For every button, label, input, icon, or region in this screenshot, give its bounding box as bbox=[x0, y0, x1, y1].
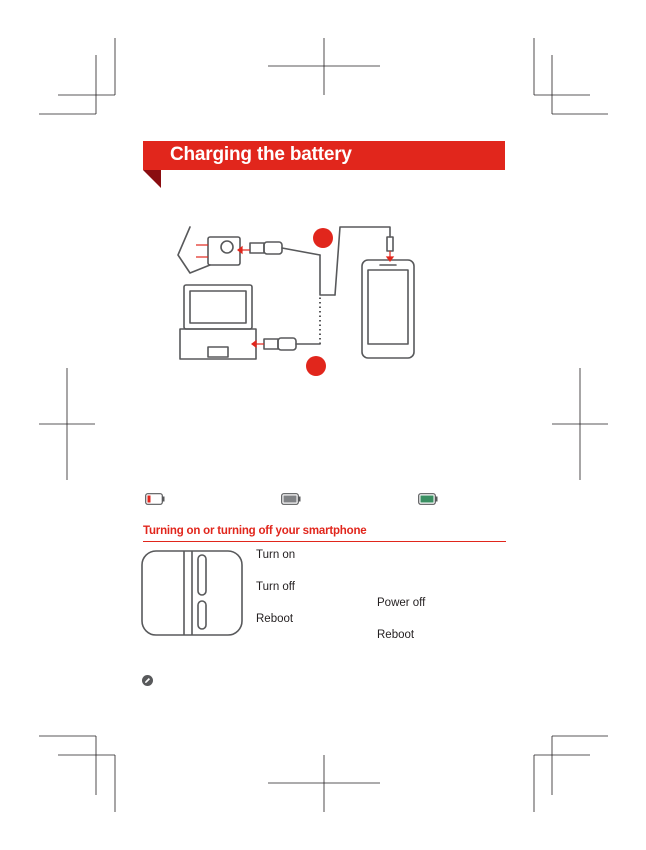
battery-full-icon bbox=[418, 493, 438, 505]
section-title: Turning on or turning off your smartphon… bbox=[143, 525, 367, 537]
section-divider bbox=[143, 541, 506, 542]
turn-on-label: Turn on bbox=[256, 549, 296, 561]
charger-icon bbox=[207, 236, 241, 266]
page-title: Charging the battery bbox=[170, 144, 352, 165]
note-icon bbox=[142, 675, 153, 686]
header-bar bbox=[143, 141, 505, 170]
power-off-option: Power off bbox=[377, 597, 426, 609]
wall-outlet-icon bbox=[177, 226, 211, 274]
turn-off-label: Turn off bbox=[256, 581, 295, 593]
reboot-label: Reboot bbox=[256, 613, 294, 625]
reboot-option: Reboot bbox=[377, 629, 415, 641]
power-button-icon bbox=[141, 550, 243, 636]
battery-charging-icon bbox=[281, 493, 301, 505]
battery-low-icon bbox=[145, 493, 165, 505]
charging-illustration bbox=[177, 226, 415, 376]
step-marker-1 bbox=[313, 228, 333, 248]
laptop-icon bbox=[179, 284, 257, 360]
header-corner bbox=[143, 170, 161, 188]
usb-cable-laptop-icon bbox=[263, 337, 321, 351]
usb-cable-icon bbox=[249, 241, 321, 256]
step-marker-2 bbox=[306, 356, 326, 376]
smartphone-icon bbox=[361, 259, 415, 359]
